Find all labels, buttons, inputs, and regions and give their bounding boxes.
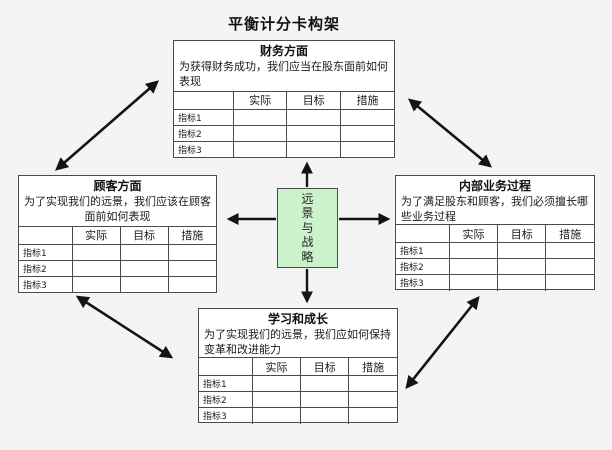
empty-cell xyxy=(545,258,594,275)
row-label-indicator-3: 指标3 xyxy=(199,407,253,424)
financial-box-description: 为获得财务成功，我们应当在股东面前如何表现 xyxy=(179,60,388,88)
empty-cell xyxy=(167,275,216,292)
metrics-table: 实际 目标 措施 指标1 指标2 指标3 xyxy=(396,224,594,291)
arrow-customer-financial xyxy=(55,80,159,171)
empty-cell xyxy=(300,391,350,408)
customer-box: 顾客方面 为了实现我们的远景，我们应该在顾客面前如何表现 实际 目标 措施 指标… xyxy=(18,175,217,293)
empty-cell xyxy=(448,274,499,291)
col-header-measure: 措施 xyxy=(167,225,216,245)
row-label-indicator-1: 指标1 xyxy=(174,108,234,126)
empty-cell xyxy=(497,258,547,275)
empty-cell xyxy=(497,242,547,259)
col-header-target: 目标 xyxy=(300,357,350,376)
empty-cell xyxy=(119,259,169,277)
internal-metrics-table-slot: 实际 目标 措施 指标1 指标2 指标3 xyxy=(396,224,594,291)
empty-cell xyxy=(339,108,394,126)
page-title: 平衡计分卡构架 xyxy=(227,15,340,33)
empty-cell xyxy=(71,243,121,261)
empty-cell xyxy=(251,407,302,424)
empty-cell xyxy=(339,140,394,157)
internal-process-box: 内部业务过程 为了满足股东和顾客，我们必须擅长哪些业务过程 实际 目标 措施 指… xyxy=(395,175,595,291)
metrics-table: 实际 目标 措施 指标1 指标2 指标3 xyxy=(174,90,394,157)
vision-strategy-char: 略 xyxy=(301,249,314,264)
metrics-table: 实际 目标 措施 指标1 指标2 指标3 xyxy=(19,225,216,292)
row-label-indicator-1: 指标1 xyxy=(199,375,253,392)
financial-box: 财务方面 为获得财务成功，我们应当在股东面前如何表现 实际 目标 措施 指标1 … xyxy=(173,40,395,158)
col-header-measure: 措施 xyxy=(339,90,394,110)
empty-cell xyxy=(232,108,288,126)
row-label-indicator-2: 指标2 xyxy=(174,124,234,142)
row-label-indicator-2: 指标2 xyxy=(199,391,253,408)
empty-cell xyxy=(286,140,341,157)
empty-cell xyxy=(448,258,499,275)
financial-box-title: 财务方面 xyxy=(259,44,308,58)
empty-cell xyxy=(286,124,341,142)
col-header-target: 目标 xyxy=(119,225,169,245)
vision-strategy-box: 远 景 与 战 略 xyxy=(277,188,338,268)
empty-cell xyxy=(497,274,547,291)
col-header-blank xyxy=(396,224,450,243)
empty-cell xyxy=(300,407,350,424)
customer-box-title: 顾客方面 xyxy=(93,179,142,193)
row-label-indicator-1: 指标1 xyxy=(396,242,450,259)
row-label-indicator-2: 指标2 xyxy=(19,259,73,277)
empty-cell xyxy=(232,124,288,142)
col-header-actual: 实际 xyxy=(448,224,499,243)
vision-strategy-char: 景 xyxy=(301,206,314,221)
empty-cell xyxy=(300,375,350,392)
row-label-indicator-3: 指标3 xyxy=(19,275,73,292)
vision-strategy-char: 与 xyxy=(301,220,314,235)
vision-strategy-char: 战 xyxy=(301,235,314,250)
empty-cell xyxy=(71,259,121,277)
arrow-financial-internal xyxy=(407,98,493,168)
col-header-measure: 措施 xyxy=(545,224,594,243)
empty-cell xyxy=(545,242,594,259)
empty-cell xyxy=(348,407,397,424)
customer-box-description: 为了实现我们的远景，我们应该在顾客面前如何表现 xyxy=(24,195,211,223)
internal-process-box-description: 为了满足股东和顾客，我们必须擅长哪些业务过程 xyxy=(401,195,588,223)
row-label-indicator-3: 指标3 xyxy=(174,140,234,157)
empty-cell xyxy=(232,140,288,157)
learning-growth-box-description: 为了实现我们的远景，我们应如何保持变革和改进能力 xyxy=(204,328,391,356)
learning-metrics-table-slot: 实际 目标 措施 指标1 指标2 指标3 xyxy=(199,357,397,424)
empty-cell xyxy=(167,259,216,277)
arrow-learning-internal xyxy=(405,295,480,390)
metrics-table: 实际 目标 措施 指标1 指标2 指标3 xyxy=(199,357,397,424)
customer-metrics-table-slot: 实际 目标 措施 指标1 指标2 指标3 xyxy=(19,225,216,292)
col-header-actual: 实际 xyxy=(232,90,288,110)
empty-cell xyxy=(251,391,302,408)
empty-cell xyxy=(339,124,394,142)
empty-cell xyxy=(448,242,499,259)
learning-growth-box: 学习和成长 为了实现我们的远景，我们应如何保持变革和改进能力 实际 目标 措施 … xyxy=(198,308,398,424)
col-header-blank xyxy=(199,357,253,376)
row-label-indicator-3: 指标3 xyxy=(396,274,450,291)
learning-growth-box-title: 学习和成长 xyxy=(267,312,328,326)
col-header-blank xyxy=(19,225,73,245)
row-label-indicator-2: 指标2 xyxy=(396,258,450,275)
row-label-indicator-1: 指标1 xyxy=(19,243,73,261)
empty-cell xyxy=(119,243,169,261)
col-header-actual: 实际 xyxy=(251,357,302,376)
empty-cell xyxy=(71,275,121,292)
col-header-target: 目标 xyxy=(497,224,547,243)
empty-cell xyxy=(251,375,302,392)
internal-process-box-title: 内部业务过程 xyxy=(458,179,531,193)
vision-strategy-char: 远 xyxy=(301,191,314,206)
empty-cell xyxy=(545,274,594,291)
empty-cell xyxy=(167,243,216,261)
empty-cell xyxy=(348,391,397,408)
empty-cell xyxy=(286,108,341,126)
col-header-measure: 措施 xyxy=(348,357,397,376)
col-header-blank xyxy=(174,90,234,110)
col-header-actual: 实际 xyxy=(71,225,121,245)
col-header-target: 目标 xyxy=(286,90,341,110)
empty-cell xyxy=(348,375,397,392)
empty-cell xyxy=(119,275,169,292)
financial-metrics-table-slot: 实际 目标 措施 指标1 指标2 指标3 xyxy=(174,90,394,157)
arrow-customer-learning xyxy=(75,295,174,359)
